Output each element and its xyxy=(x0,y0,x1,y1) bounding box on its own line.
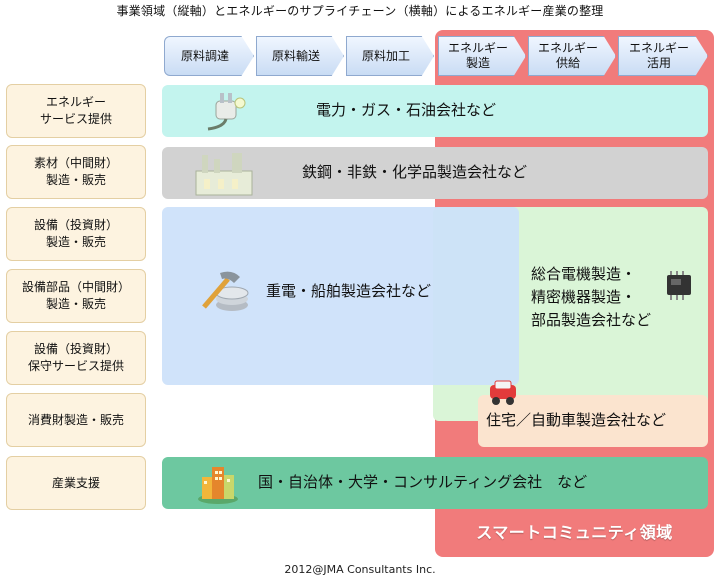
area-consumer-goods: 消費財製造・販売 xyxy=(6,393,146,447)
band-house-label: 住宅／自動車製造会社など xyxy=(486,411,667,429)
chain-step-procurement: 原料調達 xyxy=(164,36,254,76)
area-equipment-maintenance: 設備（投資財） 保守サービス提供 xyxy=(6,331,146,385)
area-equipment-parts: 設備部品（中間財） 製造・販売 xyxy=(6,269,146,323)
chain-step-label: エネルギー 活用 xyxy=(628,41,689,70)
area-industry-support: 産業支援 xyxy=(6,456,146,510)
smart-community-label: スマートコミュニティ領域 xyxy=(476,523,673,542)
chain-step-label: 原料調達 xyxy=(180,48,229,63)
chain-step-label: 原料輸送 xyxy=(271,48,320,63)
hammer-coins-icon xyxy=(202,271,249,311)
band-industry-support: 国・自治体・大学・コンサルティング会社 など xyxy=(162,457,708,509)
band-energy-companies: 電力・ガス・石油会社など xyxy=(162,85,708,137)
band-support-label: 国・自治体・大学・コンサルティング会社 など xyxy=(258,473,588,491)
chain-step-label: エネルギー 製造 xyxy=(447,41,508,70)
band-energy-label: 電力・ガス・石油会社など xyxy=(316,101,497,119)
car-icon xyxy=(490,380,516,405)
plug-icon xyxy=(207,93,246,131)
chain-step-label: エネルギー 供給 xyxy=(537,41,598,70)
buildings-icon xyxy=(198,467,238,504)
diagram-title: 事業領域（縦軸）とエネルギーのサプライチェーン（横軸）によるエネルギー産業の整理 xyxy=(116,4,604,18)
area-energy-service: エネルギー サービス提供 xyxy=(6,84,146,138)
copyright-footer: 2012@JMA Consultants Inc. xyxy=(284,563,436,576)
chain-step-label: 原料加工 xyxy=(361,48,410,63)
band-materials-companies: 鉄鋼・非鉄・化学品製造会社など xyxy=(162,147,708,199)
chain-step-energy-use: エネルギー 活用 xyxy=(618,36,708,76)
band-house-auto-companies: 住宅／自動車製造会社など xyxy=(478,395,708,447)
band-heavy-industry-companies: 重電・船舶製造会社など xyxy=(162,207,519,385)
band-machinery-label: 総合電機製造・ 精密機器製造・ 部品製造会社など xyxy=(531,265,652,329)
area-equipment: 設備（投資財） 製造・販売 xyxy=(6,207,146,261)
chain-step-energy-production: エネルギー 製造 xyxy=(438,36,526,76)
chain-step-energy-supply: エネルギー 供給 xyxy=(528,36,616,76)
band-heavy-label: 重電・船舶製造会社など xyxy=(266,282,432,300)
factory-icon xyxy=(195,153,253,196)
band-materials-label: 鉄鋼・非鉄・化学品製造会社など xyxy=(302,163,528,181)
chip-icon xyxy=(667,271,691,300)
band-machinery-companies: 総合電機製造・ 精密機器製造・ 部品製造会社など xyxy=(433,207,708,421)
area-materials: 素材（中間財） 製造・販売 xyxy=(6,145,146,199)
chain-step-transport: 原料輸送 xyxy=(256,36,344,76)
chain-step-processing: 原料加工 xyxy=(346,36,434,76)
